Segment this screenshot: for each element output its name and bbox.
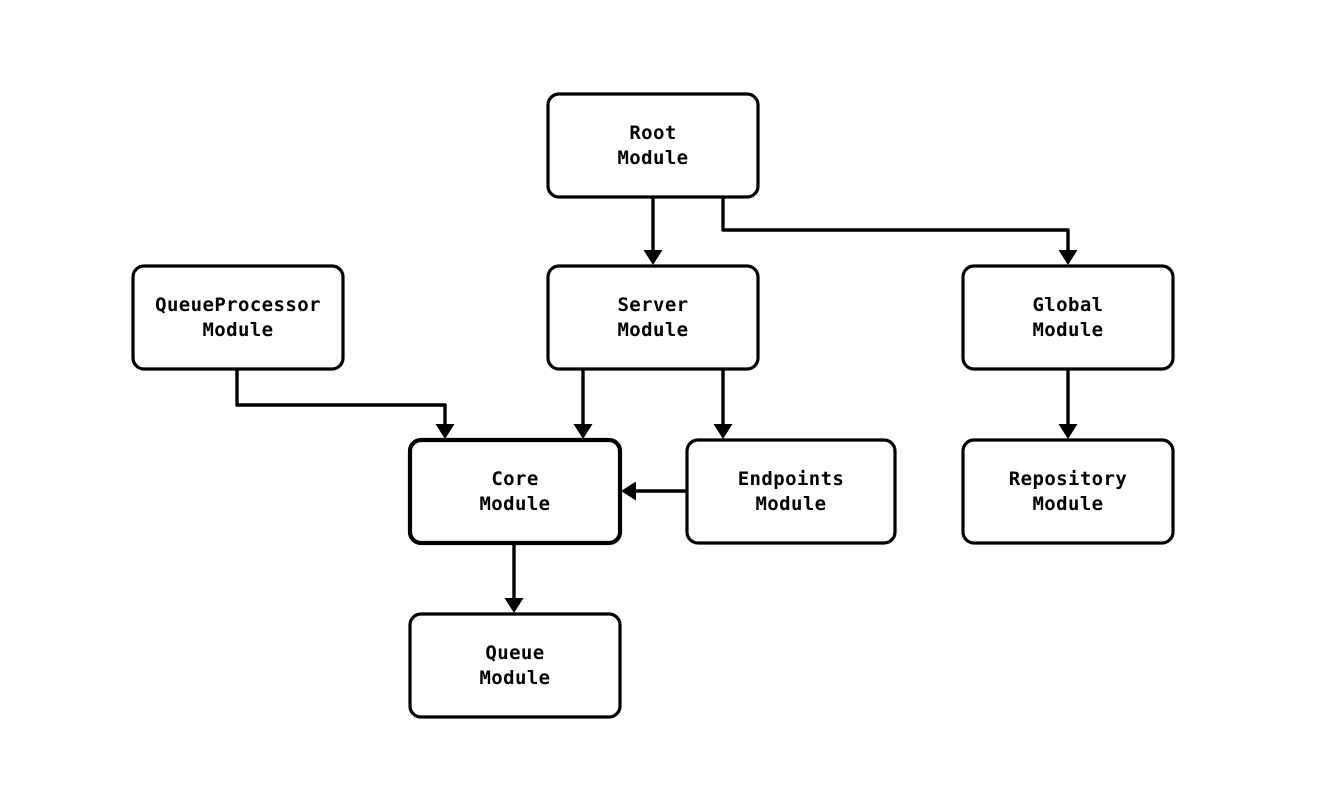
node-label-primary: Server [617,294,688,316]
node-label-primary: Core [491,468,538,490]
node-box[interactable] [685,438,897,545]
edge-server-to-endpoints [713,369,733,439]
edge-root-to-global [721,197,1078,265]
nodes-layer: RootModuleQueueProcessorModuleServerModu… [131,92,1175,719]
node-label-primary: QueueProcessor [155,294,321,316]
edge-line [235,369,447,426]
arrowhead-icon [573,424,593,439]
node-label-secondary: Module [755,493,826,515]
edge-global-to-repository [1058,369,1078,439]
node-label-primary: Endpoints [738,468,845,490]
node-label-secondary: Module [479,667,550,689]
arrowhead-icon [1058,424,1078,439]
edge-root-to-server [643,197,663,265]
edge-server-to-core [573,369,593,439]
node-label-primary: Root [629,122,676,144]
arrowhead-icon [621,481,636,501]
edge-queueprocessor-to-core [235,369,455,439]
node-box[interactable] [961,264,1175,371]
edges-layer [235,197,1078,613]
node-label-primary: Repository [1009,468,1127,490]
edge-core-to-queue [504,543,524,613]
node-label-secondary: Module [202,319,273,341]
node-box[interactable] [961,438,1175,545]
node-box[interactable] [546,264,760,371]
node-box[interactable] [131,264,345,371]
edge-endpoints-to-core [621,481,687,501]
arrowhead-icon [713,424,733,439]
arrowhead-icon [435,424,455,439]
node-box[interactable] [408,612,622,719]
node-label-secondary: Module [1032,493,1103,515]
arrowhead-icon [643,250,663,265]
node-label-secondary: Module [617,319,688,341]
node-label-secondary: Module [479,493,550,515]
node-box[interactable] [407,437,623,546]
node-box[interactable] [546,92,760,199]
node-label-secondary: Module [617,147,688,169]
edge-line [721,197,1070,252]
node-label-primary: Global [1032,294,1103,316]
arrowhead-icon [1058,250,1078,265]
node-label-secondary: Module [1032,319,1103,341]
arrowhead-icon [504,598,524,613]
node-label-primary: Queue [485,642,544,664]
